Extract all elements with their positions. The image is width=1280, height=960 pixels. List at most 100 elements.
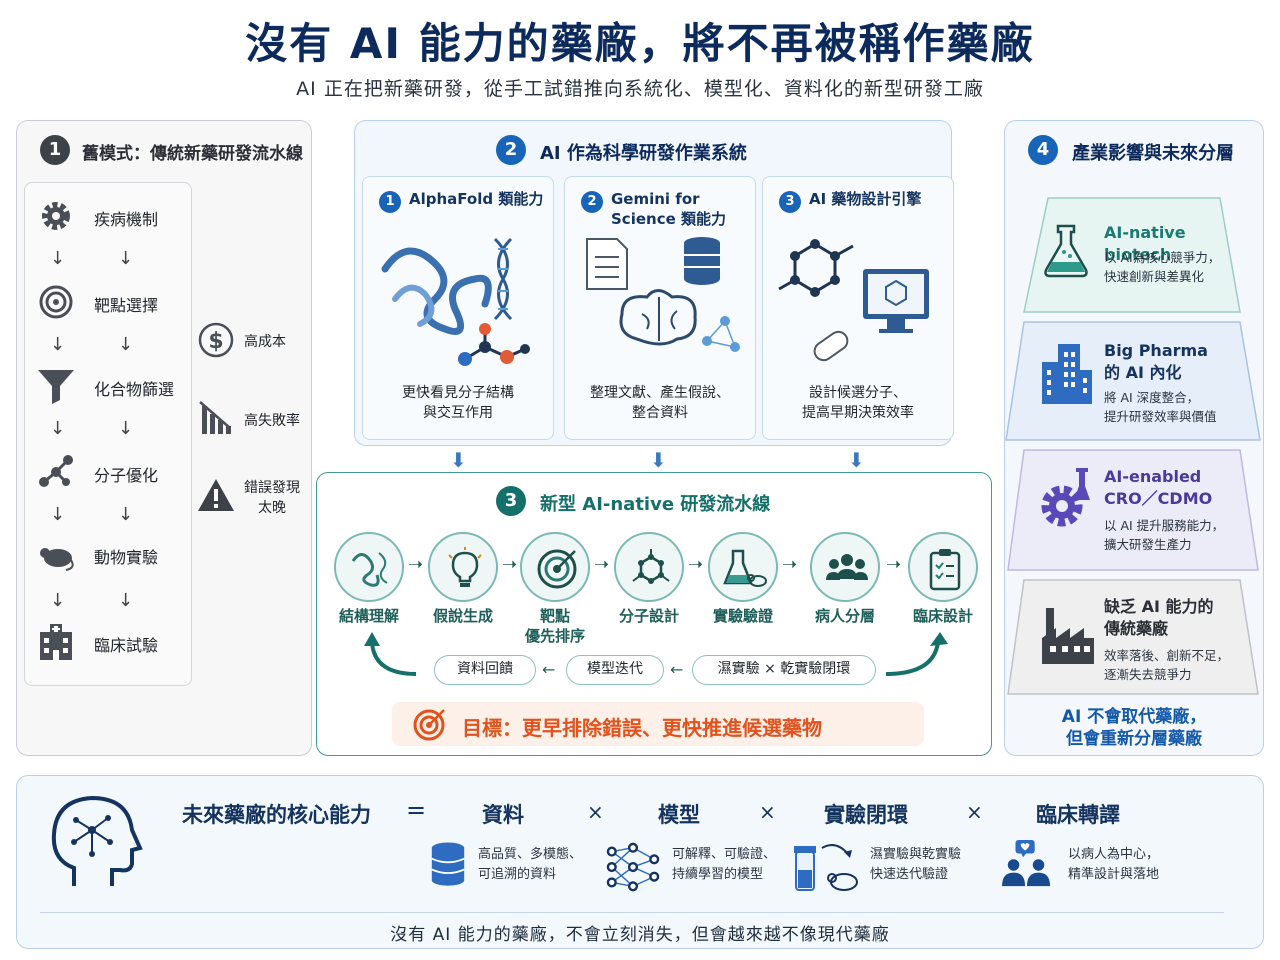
tier-conclusion: AI 不會取代藥廠，但會重新分層藥廠	[1061, 707, 1207, 749]
loop-wet-dry-closed-loop: 濕實驗 × 乾實驗閉環	[692, 655, 876, 685]
panel4-title: 產業影響與未來分層	[1072, 143, 1234, 164]
svg-text:$: $	[208, 329, 223, 354]
target-icon	[537, 549, 577, 589]
hospital-icon	[40, 624, 72, 660]
molecule-monitor-capsule-icon	[778, 239, 929, 362]
factory-icon	[1042, 608, 1094, 664]
right-arrow-icon: ➝	[688, 554, 704, 575]
people-icon	[826, 554, 868, 580]
panel4-number: 4	[1028, 135, 1058, 165]
old-step-disease-mechanism: 疾病機制	[36, 196, 206, 236]
right-arrow-icon: ➝	[408, 554, 424, 575]
down-arrow-icon: ⬇	[848, 448, 865, 472]
node-experiment-validation	[708, 532, 778, 602]
card-alphafold: 1 AlphaFold 類能力 更快看見分子結構與交互作用	[362, 176, 554, 440]
core-capabilities-panel	[16, 775, 1264, 949]
old-step-compound-screening: 化合物篩選	[36, 366, 206, 406]
times-sign: ×	[759, 800, 776, 824]
database-icon	[431, 842, 465, 886]
page-title: 沒有 AI 能力的藥廠，將不再被稱作藥廠	[245, 19, 1035, 68]
panel1-title: 舊模式：傳統新藥研發流水線	[82, 144, 303, 164]
node-label: 實驗驗證	[712, 607, 773, 625]
tier-trapezoids	[1005, 197, 1261, 695]
node-label: 分子設計	[618, 607, 679, 625]
capabilities-title: 未來藥廠的核心能力	[182, 803, 371, 827]
loop-data-feedback: 資料回饋	[434, 655, 536, 685]
panel3-title: 新型 AI-native 研發流水線	[540, 494, 771, 515]
panel2-number: 2	[496, 135, 526, 165]
node-label: 臨床設計	[912, 607, 973, 625]
neural-network-icon	[606, 842, 660, 892]
declining-chart-icon	[199, 401, 231, 434]
clipboard-icon	[929, 549, 961, 591]
old-step-target-selection: 靶點選擇	[36, 282, 206, 322]
gear-icon	[42, 202, 70, 230]
node-molecule-design	[614, 532, 684, 602]
capability-data: 資料	[482, 803, 524, 827]
down-arrow-icon: ↓	[50, 418, 66, 439]
capability-data-desc: 高品質、多模態、可追溯的資料	[478, 847, 583, 882]
down-arrow-icon: ↓	[50, 334, 66, 355]
left-arrow-icon: ←	[670, 660, 684, 679]
protein-dna-icon	[381, 237, 530, 366]
capability-model-desc: 可解釋、可驗證、持續學習的模型	[672, 847, 777, 882]
panel2-title: AI 作為科學研發作業系統	[540, 143, 747, 164]
page-subtitle: AI 正在把新藥研發，從手工試錯推向系統化、模型化、資料化的新型研發工廠	[296, 78, 984, 100]
right-arrow-icon: ➝	[886, 554, 902, 575]
divider	[40, 912, 1224, 913]
down-arrow-icon: ⬇	[650, 448, 667, 472]
old-pipeline-box	[24, 182, 192, 686]
times-sign: ×	[966, 800, 983, 824]
footer-conclusion: 沒有 AI 能力的藥廠，不會立刻消失，但會越來越不像現代藥廠	[390, 925, 890, 945]
goal-banner: 目標：更早排除錯誤、更快推進候選藥物	[392, 702, 924, 746]
equals-sign: =	[406, 796, 427, 824]
old-step-molecule-optimization: 分子優化	[36, 452, 206, 492]
old-step-clinical-trial: 臨床試驗	[36, 622, 206, 662]
down-arrow-icon: ⬇	[450, 448, 467, 472]
molecule-icon	[39, 455, 73, 487]
target-icon	[39, 285, 73, 319]
capability-clinical-translation: 臨床轉譯	[1036, 803, 1120, 827]
loop-model-iteration: 模型迭代	[566, 655, 664, 685]
gear-flask-icon	[1041, 468, 1090, 527]
node-hypothesis-generation	[428, 532, 498, 602]
funnel-icon	[38, 370, 74, 404]
node-label: 病人分層	[814, 607, 875, 625]
down-arrow-icon: ↓	[118, 590, 134, 611]
brain-document-database-icon	[586, 237, 740, 352]
patients-heart-icon	[1002, 840, 1051, 887]
flask-mouse-icon	[723, 549, 767, 587]
node-patient-stratification	[810, 532, 880, 602]
down-arrow-icon: ↓	[118, 418, 134, 439]
node-label: 靶點優先排序	[524, 607, 585, 645]
vial-mouse-loop-icon	[794, 844, 858, 891]
warning-icon	[198, 479, 234, 511]
card-ai-drug-design: 3 AI 藥物設計引擎 設計候選分子、提高早期決策效率	[762, 176, 954, 440]
down-arrow-icon: ↓	[50, 504, 66, 525]
down-arrow-icon: ↓	[50, 590, 66, 611]
times-sign: ×	[587, 800, 604, 824]
right-arrow-icon: ➝	[782, 554, 798, 575]
node-label: 結構理解	[338, 607, 399, 625]
molecule-icon	[632, 549, 670, 584]
node-structure-understanding	[334, 532, 404, 602]
ai-head-icon	[51, 795, 143, 886]
feedback-loop-arrows	[364, 632, 948, 676]
down-arrow-icon: ↓	[50, 248, 66, 269]
left-arrow-icon: ←	[542, 660, 556, 679]
down-arrow-icon: ↓	[118, 504, 134, 525]
flask-icon	[1044, 224, 1088, 278]
old-step-animal-testing: 動物實驗	[36, 534, 206, 574]
panel1-number: 1	[40, 135, 70, 165]
dollar-icon: $	[198, 322, 234, 358]
protein-icon	[351, 552, 388, 587]
panel3-number: 3	[496, 486, 526, 516]
node-clinical-design	[908, 532, 978, 602]
right-arrow-icon: ➝	[594, 554, 610, 575]
capability-model: 模型	[658, 803, 700, 827]
capability-experiment-loop: 實驗閉環	[824, 803, 908, 827]
capability-clinical-desc: 以病人為中心，精準設計與落地	[1068, 847, 1160, 882]
node-label: 假說生成	[432, 607, 493, 625]
node-target-prioritization	[520, 532, 590, 602]
